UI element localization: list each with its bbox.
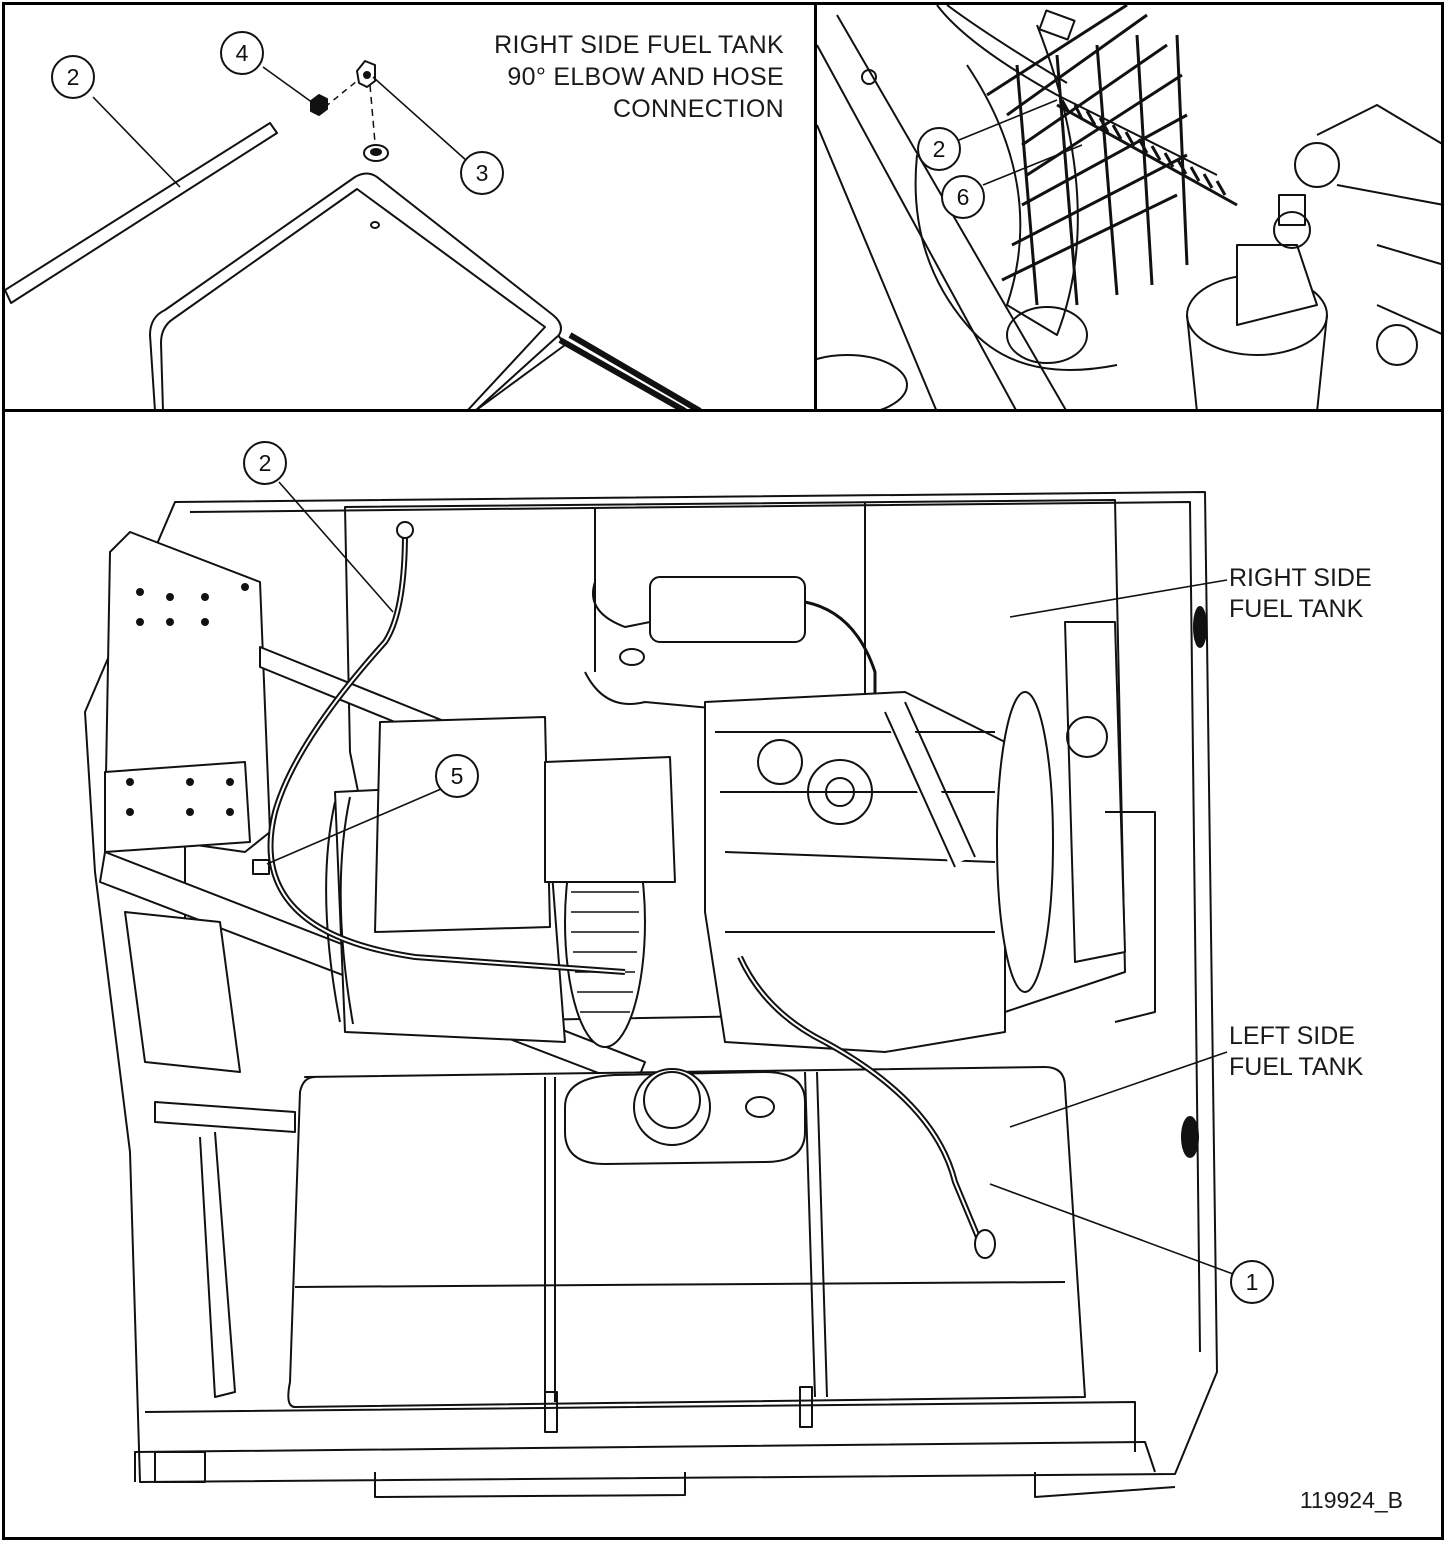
alternator-cover	[374, 716, 551, 933]
cooling-fan	[996, 691, 1054, 993]
fuel-hose	[5, 122, 278, 304]
main-assembly-panel: 2 5 1 RIGHT SIDE FUEL TANK LEFT SIDE FUE…	[2, 409, 1444, 1540]
base-frame	[84, 491, 1218, 1483]
right-tank-label-line-2: FUEL TANK	[1229, 595, 1364, 623]
hose-clamp-detail-drawing	[817, 5, 1441, 409]
callout-item-3: 3	[460, 151, 504, 195]
left-side-fuel-tank-label: LEFT SIDE FUEL TANK	[1229, 1021, 1363, 1083]
detail-title-line-3: CONNECTION	[612, 95, 784, 123]
detail-title: RIGHT SIDE FUEL TANK 90° ELBOW AND HOSE …	[494, 29, 784, 125]
drawing-number: 119924_B	[1299, 1487, 1403, 1513]
radiator	[1064, 621, 1126, 963]
hex-nut	[310, 94, 328, 116]
left-tank-label-line-1: LEFT SIDE	[1229, 1022, 1355, 1050]
engine-block	[704, 691, 1006, 1053]
elbow-detail-drawing	[5, 60, 702, 409]
radiator-grille	[966, 5, 1189, 336]
callout-item-1: 1	[1230, 1260, 1274, 1304]
fuel-tank-top	[149, 172, 562, 409]
callout-item-2: 2	[243, 441, 287, 485]
callout-item-6: 6	[941, 175, 985, 219]
callout-item-4: 4	[220, 31, 264, 75]
left-tank-label-line-2: FUEL TANK	[1229, 1053, 1364, 1081]
spring-hose-clamp	[1056, 99, 1238, 207]
hose-clamp	[252, 859, 270, 875]
right-side-fuel-tank-label: RIGHT SIDE FUEL TANK	[1229, 563, 1372, 625]
detail-panel-elbow-connection: 2 4 3 RIGHT SIDE FUEL TANK 90° ELBOW AND…	[2, 2, 817, 412]
detail-panel-hose-clamp: 2 6	[814, 2, 1444, 412]
fuel-fill-cap	[633, 1068, 711, 1146]
callout-item-5: 5	[435, 754, 479, 798]
detail-title-line-2: 90° ELBOW AND HOSE	[507, 63, 784, 91]
generator-assembly-drawing	[84, 481, 1234, 1498]
right-tank-label-line-1: RIGHT SIDE	[1229, 564, 1372, 592]
detail-title-line-1: RIGHT SIDE FUEL TANK	[494, 31, 784, 59]
left-side-fuel-tank	[287, 1066, 1086, 1408]
callout-item-2: 2	[51, 55, 95, 99]
air-filter	[649, 576, 806, 643]
callout-item-2: 2	[917, 127, 961, 171]
